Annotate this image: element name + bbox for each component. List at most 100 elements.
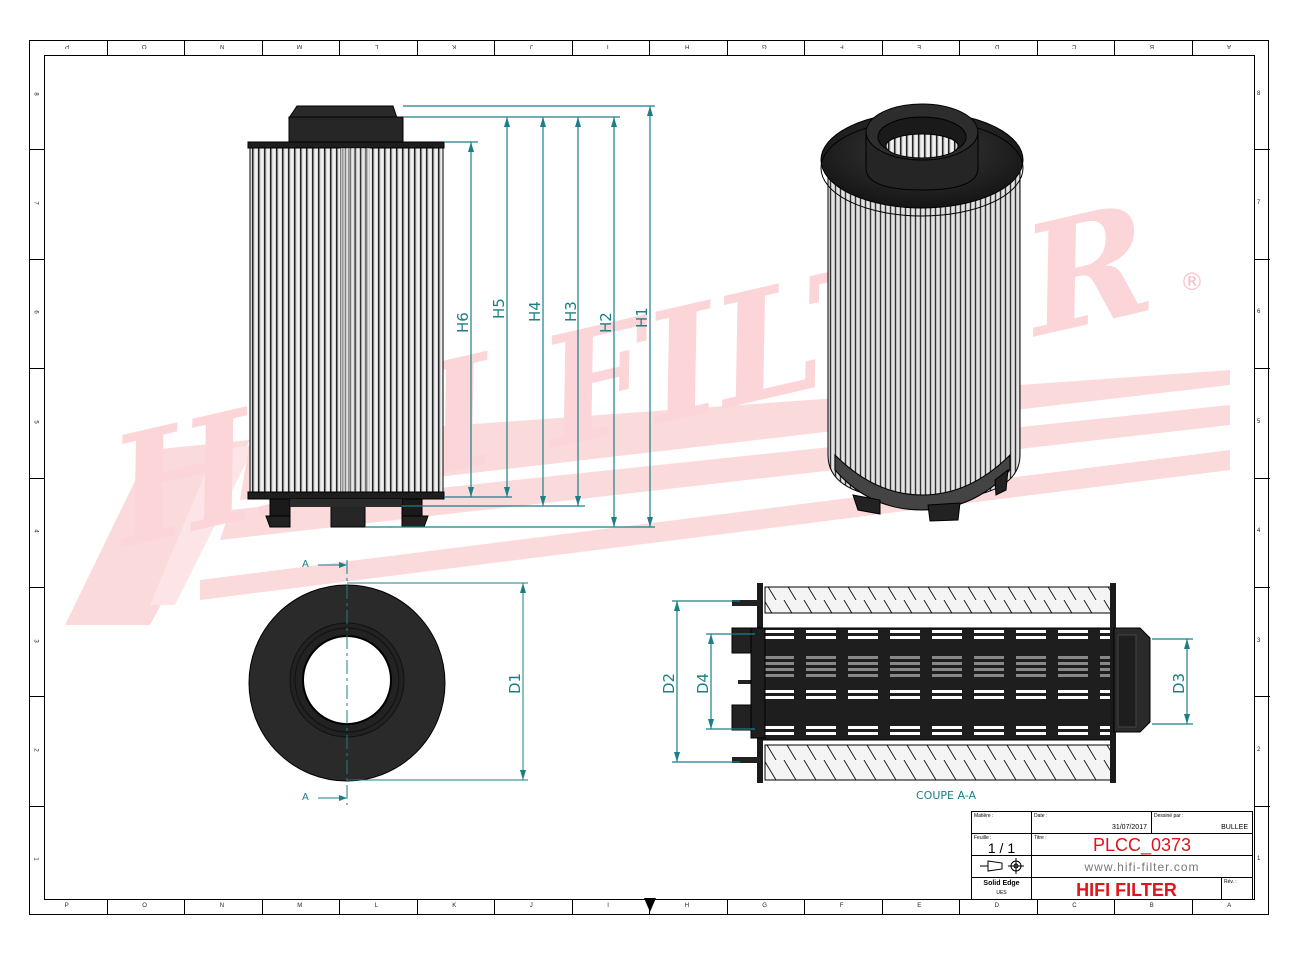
zone-divider: [1191, 900, 1193, 915]
zone-divider: [1255, 696, 1270, 698]
zone-divider: [1114, 900, 1115, 915]
zone-divider: [261, 40, 263, 55]
zone-divider: [29, 368, 44, 370]
zone-label-bottom: M: [297, 903, 303, 909]
isometric-view: [820, 103, 1024, 522]
zone-divider: [261, 900, 263, 915]
drawn-by-label: Dessiné par :: [1154, 813, 1184, 819]
dim-label-h3: H3: [562, 301, 580, 322]
software-cell: Solid Edge UES: [972, 878, 1032, 899]
dim-label-h2: H2: [597, 312, 615, 333]
zone-label-bottom: B: [1149, 903, 1154, 909]
zone-divider: [416, 40, 418, 55]
zone-divider: [959, 40, 960, 55]
watermark: HIFI FILTER ®: [65, 165, 1230, 625]
zone-label-bottom: G: [762, 903, 767, 909]
dim-label-h4: H4: [526, 301, 544, 322]
zone-divider: [1255, 258, 1270, 260]
zone-divider: [1255, 368, 1270, 370]
zone-divider: [1036, 900, 1038, 915]
dim-label-d3: D3: [1170, 673, 1188, 694]
zone-divider: [29, 805, 44, 807]
title-label: Titre :: [1034, 835, 1047, 841]
zone-label-bottom: N: [219, 903, 225, 909]
zone-divider: [29, 477, 44, 479]
zone-label-right: 6: [1257, 309, 1261, 316]
zone-label-bottom: A: [1227, 903, 1232, 909]
date-label: Date :: [1034, 813, 1048, 819]
zone-label-right: 8: [1257, 90, 1261, 97]
zone-divider: [881, 900, 883, 915]
zone-label-bottom: F: [839, 903, 844, 909]
revision-cell: Rév. :: [1222, 878, 1252, 899]
zone-label-right: 3: [1257, 637, 1261, 644]
front-view: [247, 105, 445, 528]
zone-divider: [494, 900, 495, 915]
dim-label-d4: D4: [694, 673, 712, 694]
zone-label-bottom: K: [452, 903, 457, 909]
sheet-label: Feuille :: [974, 835, 992, 841]
zone-divider: [106, 40, 108, 55]
date-cell: Date : 31/07/2017: [1032, 812, 1152, 834]
company-name: HIFI FILTER: [1076, 880, 1177, 900]
zone-divider: [29, 258, 44, 260]
zone-divider: [184, 900, 185, 915]
zone-label-bottom: H: [684, 903, 690, 909]
zone-divider: [184, 40, 185, 55]
dim-label-h1: H1: [633, 307, 651, 328]
software-name: Solid Edge: [983, 880, 1020, 887]
zone-divider: [1255, 477, 1270, 479]
zone-divider: [1036, 40, 1038, 55]
projection-cell: [972, 856, 1032, 878]
zone-label-bottom: L: [374, 903, 379, 909]
zone-divider: [726, 40, 728, 55]
section-mark-a-bottom: A: [302, 792, 309, 803]
revision-label: Rév. :: [1224, 879, 1237, 885]
svg-text:®: ®: [1180, 268, 1204, 296]
end-view: [248, 560, 528, 805]
part-number: PLCC_0373: [1092, 835, 1192, 855]
zone-label-right: 2: [1257, 746, 1261, 753]
zone-divider: [29, 586, 44, 588]
zone-divider: [416, 900, 418, 915]
zone-divider: [959, 900, 960, 915]
company-cell: HIFI FILTER: [1032, 878, 1222, 900]
zone-divider: [339, 40, 340, 55]
zone-divider: [339, 900, 340, 915]
drawn-by-value: BULLEE: [1221, 824, 1248, 831]
zone-divider: [1255, 149, 1270, 151]
zone-divider: [881, 40, 883, 55]
dim-label-h5: H5: [490, 298, 508, 319]
zone-divider: [571, 40, 573, 55]
zone-label-right: 4: [1257, 528, 1261, 535]
zone-divider: [1255, 805, 1270, 807]
zone-divider: [1255, 586, 1270, 588]
zone-label-right: 5: [1257, 418, 1261, 425]
title-cell: Titre : PLCC_0373: [1032, 834, 1252, 856]
sheet-cell: Feuille : 1 / 1: [972, 834, 1032, 856]
zone-divider: [29, 149, 44, 151]
software-sub: UES: [996, 890, 1007, 896]
title-block: Matière : Date : 31/07/2017 Dessiné par …: [971, 811, 1253, 900]
height-dimensions: [365, 105, 655, 528]
zone-label-right: 7: [1257, 200, 1261, 207]
zone-label-bottom: C: [1072, 903, 1077, 909]
zone-divider: [726, 900, 728, 915]
zone-divider: [804, 40, 805, 55]
zone-label-bottom: E: [917, 903, 922, 909]
section-label: COUPE A-A: [916, 789, 977, 802]
dim-label-d1: D1: [506, 673, 524, 694]
zone-label-bottom: O: [142, 903, 147, 909]
projection-symbol-icon: [980, 858, 1024, 874]
dim-label-d2: D2: [660, 673, 678, 694]
zone-label-bottom: J: [529, 903, 533, 909]
zone-divider: [571, 900, 573, 915]
sheet-value: 1 / 1: [987, 840, 1016, 856]
zone-label-bottom: D: [994, 903, 1000, 909]
centering-mark: [644, 898, 656, 912]
zone-divider: [106, 900, 108, 915]
zone-label-bottom: I: [607, 903, 609, 909]
zone-divider: [1191, 40, 1193, 55]
website-cell: www.hifi-filter.com: [1032, 856, 1252, 878]
